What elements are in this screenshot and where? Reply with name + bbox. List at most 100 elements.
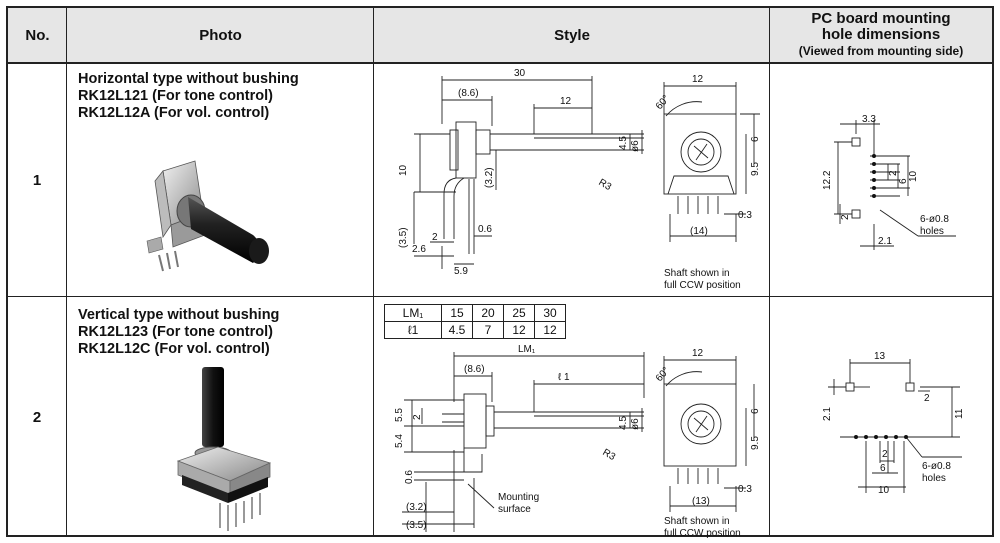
dim-label: 2.6	[412, 244, 426, 255]
dim-label: 12	[692, 74, 704, 85]
header-photo-label: Photo	[199, 26, 242, 44]
hole-note: 6-ø0.8	[920, 214, 949, 225]
table-cell: LM₁	[384, 304, 442, 322]
dim-label: (3.5)	[398, 227, 409, 248]
table-cell: 4.5	[441, 321, 473, 339]
dim-label: 10	[878, 485, 890, 496]
row-number-label: 1	[32, 171, 42, 189]
header-pcb-line2: hole dimensions	[821, 26, 941, 43]
dim-label: 4.5	[618, 136, 629, 150]
dim-label: 6	[750, 136, 761, 142]
pcb-hole-diagram-vertical: 13 2.1 2 11 2 6 10 6-ø0.8 holes	[822, 351, 965, 496]
table-cell: 12	[534, 321, 566, 339]
dim-label: 2	[432, 232, 438, 243]
dim-label: R3	[601, 447, 618, 463]
dim-label: 12.2	[822, 170, 833, 190]
drawing-note: surface	[498, 504, 531, 515]
dim-label: 60°	[654, 93, 672, 112]
dim-label: 2	[924, 393, 930, 404]
product-title: Horizontal type without bushing	[78, 71, 299, 87]
drawing-note: Shaft shown in	[664, 516, 730, 527]
divider	[8, 62, 992, 64]
header-pcb-line3: (Viewed from mounting side)	[798, 44, 964, 58]
dim-label: 5.4	[394, 434, 405, 448]
row-number: 2	[8, 297, 66, 537]
lm-table: LM₁ 15 20 25 30 ℓ1 4.5 7 12 12	[384, 304, 566, 339]
dim-label: 3.3	[862, 114, 876, 125]
row-number-label: 2	[32, 408, 42, 426]
model-volume: RK12L12C (For vol. control)	[78, 341, 270, 357]
dim-label: 0.6	[478, 224, 492, 235]
dim-label: 2.1	[878, 236, 892, 247]
dim-label: ℓ 1	[558, 372, 570, 383]
model-volume: RK12L12A (For vol. control)	[78, 105, 270, 121]
pcb-hole-diagram-horizontal: 3.3 12.2 2 6 10 2 2.1 6-ø0.8 holes	[822, 114, 956, 250]
dim-label: 0.3	[738, 210, 752, 221]
dim-label: 6	[898, 178, 909, 184]
style-drawing-horizontal: 30 (8.6) 12 10 (3.2) 4.5 ø6 R3 (3.5) 2 2…	[398, 68, 761, 291]
style-drawing-vertical: LM₁ (8.6) ℓ 1 5.5 2 5.4 4.5 ø6 R3 0.6 (3…	[394, 344, 761, 538]
header-no-label: No.	[25, 26, 50, 44]
table-cell: 12	[503, 321, 535, 339]
row-number: 1	[8, 64, 66, 296]
product-description: Vertical type without bushing RK12L123 (…	[78, 307, 368, 358]
spec-table: No. Photo Style PC board mounting hole d…	[6, 6, 994, 538]
product-title: Vertical type without bushing	[78, 307, 280, 323]
dim-label: ø6	[630, 140, 641, 152]
dim-label: 2	[888, 170, 899, 176]
dim-label: (8.6)	[464, 364, 485, 375]
dim-label: LM₁	[518, 344, 536, 355]
table-row: LM₁ 15 20 25 30	[384, 304, 566, 322]
dim-label: 0.3	[738, 484, 752, 495]
dim-label: 5.9	[454, 266, 468, 277]
dim-label: (13)	[692, 496, 710, 507]
model-tone: RK12L121 (For tone control)	[78, 88, 273, 104]
hole-note: holes	[922, 473, 946, 484]
dim-label: (14)	[690, 226, 708, 237]
drawing-note: Shaft shown in	[664, 268, 730, 279]
dim-label: 11	[954, 408, 965, 419]
header-pcb: PC board mounting hole dimensions (Viewe…	[770, 8, 992, 62]
table-cell: ℓ1	[384, 321, 442, 339]
divider	[66, 8, 67, 535]
dim-label: 9.5	[750, 436, 761, 450]
table-cell: 7	[472, 321, 504, 339]
dim-label: (8.6)	[458, 88, 479, 99]
divider	[373, 8, 374, 535]
product-photo-horizontal	[146, 160, 269, 272]
dim-label: (3.5)	[406, 520, 427, 531]
table-row: ℓ1 4.5 7 12 12	[384, 321, 566, 339]
table-cell: 25	[503, 304, 535, 322]
divider	[769, 8, 770, 535]
dim-label: (3.2)	[406, 502, 427, 513]
hole-note: 6-ø0.8	[922, 461, 951, 472]
product-photo-vertical	[176, 367, 272, 531]
table-cell: 30	[534, 304, 566, 322]
hole-note: holes	[920, 226, 944, 237]
dim-label: 10	[908, 170, 919, 182]
dim-label: 6	[750, 408, 761, 414]
header-photo: Photo	[67, 8, 374, 62]
dim-label: (3.2)	[484, 167, 495, 188]
table-cell: 20	[472, 304, 504, 322]
header-no: No.	[8, 8, 67, 62]
dim-label: 12	[692, 348, 704, 359]
dim-label: 5.5	[394, 408, 405, 422]
dim-label: 6	[880, 463, 886, 474]
dim-label: 2	[882, 449, 888, 460]
header-style: Style	[374, 8, 770, 62]
drawing-note: full CCW position	[664, 280, 741, 291]
drawing-note: full CCW position	[664, 528, 741, 538]
drawing-note: Mounting	[498, 492, 539, 503]
table-cell: 15	[441, 304, 473, 322]
divider	[8, 296, 992, 297]
model-tone: RK12L123 (For tone control)	[78, 324, 273, 340]
dim-label: 2.1	[822, 407, 833, 421]
dim-label: 60°	[654, 365, 672, 384]
header-style-label: Style	[554, 26, 590, 44]
dim-label: 2	[840, 214, 851, 220]
dim-label: 0.6	[404, 470, 415, 484]
dim-label: 30	[514, 68, 526, 79]
dim-label: 13	[874, 351, 886, 362]
dim-label: R3	[597, 177, 614, 193]
